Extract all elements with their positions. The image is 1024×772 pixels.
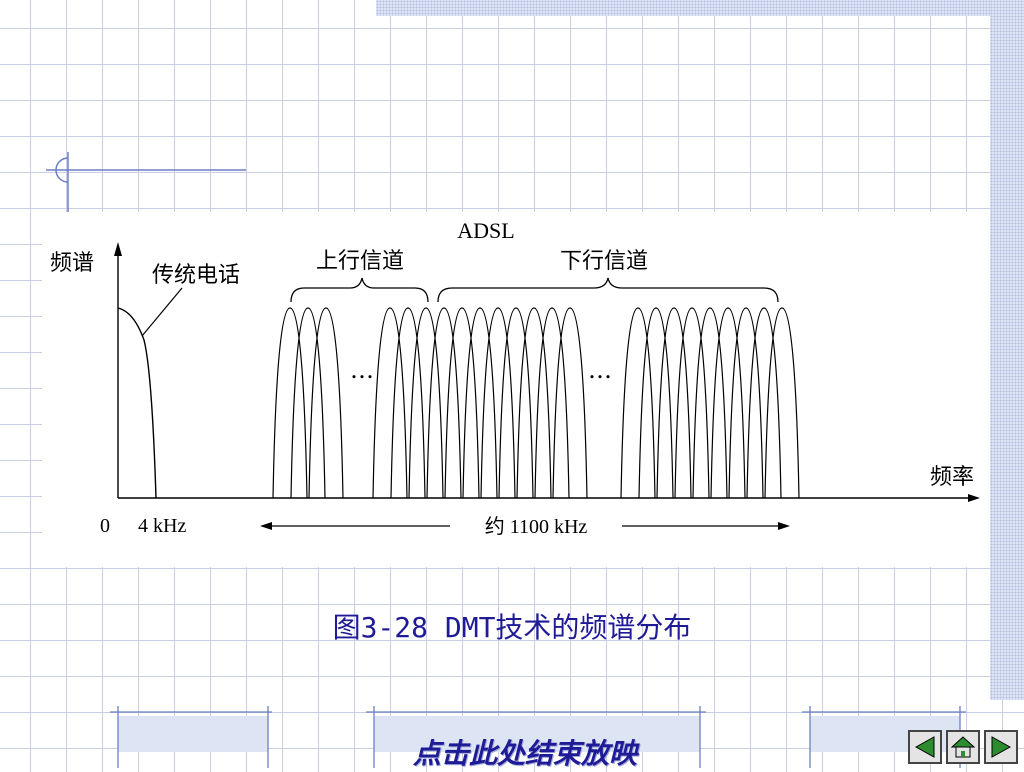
y-axis-label: 频谱 (50, 251, 94, 276)
subcarrier-hump-4 (372, 307, 408, 499)
downstream-brace (437, 277, 779, 303)
subcarrier-hump-13 (534, 307, 570, 499)
span-arrow-left-head (260, 522, 272, 530)
subcarrier-hump-21 (728, 307, 764, 499)
right-triangle-icon (991, 736, 1012, 758)
subcarrier-hump-15 (620, 307, 656, 499)
subcarrier-hump-2 (290, 307, 326, 499)
subcarrier-hump-22 (746, 307, 782, 499)
tick-4khz: 4 kHz (138, 515, 186, 537)
right-decor-band (990, 0, 1024, 700)
subcarrier-hump-6 (408, 307, 444, 499)
subcarrier-hump-1 (272, 307, 308, 499)
next-slide-button[interactable] (984, 730, 1018, 764)
voice-band-curve (117, 307, 157, 499)
home-button[interactable] (946, 730, 980, 764)
upstream-ellipsis: … (350, 356, 374, 384)
subcarrier-hump-10 (480, 307, 516, 499)
end-show-link[interactable]: 点击此处结束放映 (412, 737, 637, 770)
downstream-ellipsis: … (588, 356, 612, 384)
subcarrier-hump-8 (444, 307, 480, 499)
subcarrier-hump-19 (692, 307, 728, 499)
top-decor-band (376, 0, 990, 16)
y-axis-arrowhead (114, 242, 122, 256)
dmt-spectrum-diagram: ADSL 频谱 传统电话 上行信道 下行信道 … … 频率 0 4 kHz 约 … (50, 218, 980, 538)
subcarrier-group (272, 307, 800, 499)
span-label: 约 1100 kHz (485, 515, 588, 538)
subcarrier-hump-3 (308, 307, 344, 499)
left-triangle-icon (914, 736, 935, 758)
diagram-panel: ADSL 频谱 传统电话 上行信道 下行信道 … … 频率 0 4 kHz 约 … (42, 212, 990, 567)
subcarrier-hump-18 (674, 307, 710, 499)
x-axis-label: 频率 (930, 465, 974, 490)
upstream-label: 上行信道 (316, 249, 404, 274)
subcarrier-hump-11 (498, 307, 534, 499)
home-icon (950, 736, 976, 758)
span-arrow-right-head (778, 522, 790, 530)
subcarrier-hump-20 (710, 307, 746, 499)
subcarrier-hump-12 (516, 307, 552, 499)
subcarrier-hump-5 (390, 307, 426, 499)
corner-decoration (46, 152, 246, 212)
subcarrier-hump-16 (638, 307, 674, 499)
adsl-label: ADSL (457, 218, 514, 243)
voice-pointer-line (141, 287, 183, 337)
bottom-decoration (110, 706, 966, 768)
downstream-label: 下行信道 (560, 249, 648, 274)
subcarrier-hump-17 (656, 307, 692, 499)
subcarrier-hump-7 (426, 307, 462, 499)
voice-label: 传统电话 (152, 263, 240, 288)
x-axis-arrowhead (968, 494, 980, 502)
upstream-brace (290, 277, 429, 303)
subcarrier-hump-23 (764, 307, 800, 499)
tick-zero: 0 (100, 515, 110, 537)
subcarrier-hump-14 (552, 307, 588, 499)
prev-slide-button[interactable] (908, 730, 942, 764)
subcarrier-hump-9 (462, 307, 498, 499)
figure-caption: 图3-28 DMT技术的频谱分布 (332, 611, 692, 644)
